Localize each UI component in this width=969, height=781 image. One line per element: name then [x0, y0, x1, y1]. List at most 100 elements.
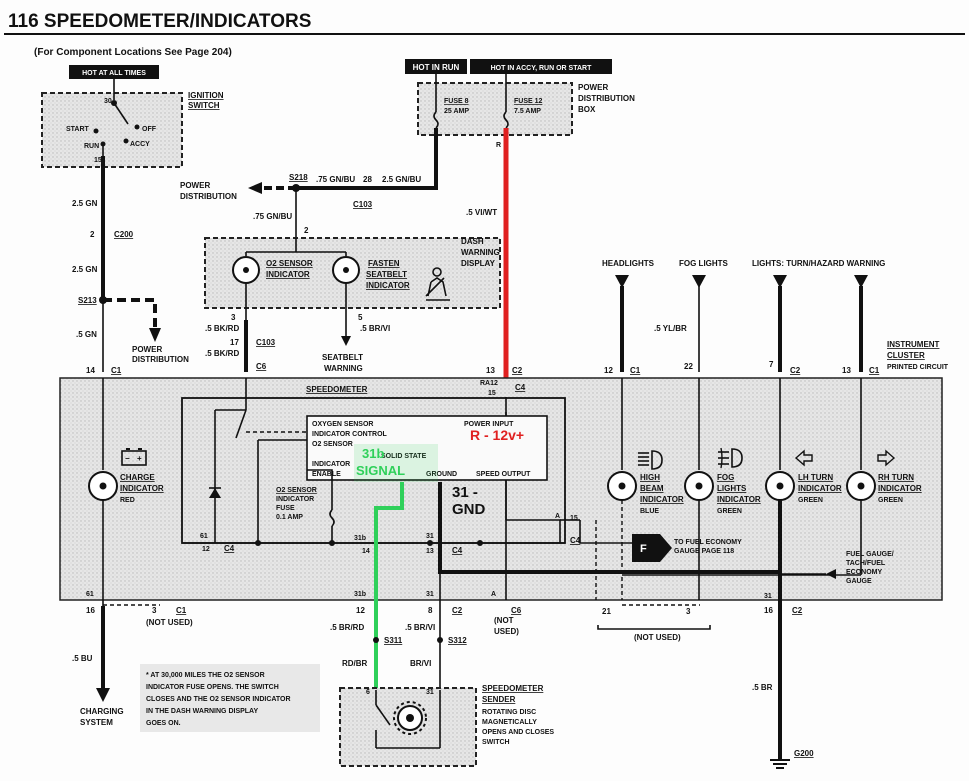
pin-61-b: 61 — [86, 591, 94, 598]
charging-label-2: SYSTEM — [80, 718, 113, 727]
solid-state-box — [306, 415, 548, 481]
c4-top: C4 — [515, 383, 526, 392]
ra12-label: RA12 — [480, 380, 498, 387]
fuse12-label: FUSE 12 — [514, 98, 543, 105]
pin-28: 28 — [363, 175, 372, 184]
wire-label-5-vi-wt: .5 VI/WT — [466, 208, 497, 217]
lamp-3-l2: INDICATOR — [878, 484, 922, 493]
cluster-title-1: INSTRUMENT — [887, 340, 940, 349]
lamp-0-color: BLUE — [640, 508, 659, 515]
hot-run-label: HOT IN RUN — [413, 63, 460, 72]
fuse12-rating: 7.5 AMP — [514, 108, 541, 115]
pin-15-lower: 15 — [570, 515, 578, 522]
arrow-fuel-gauge — [826, 569, 836, 579]
rh-turn-arrow-icon — [877, 449, 896, 467]
cluster-title-3: PRINTED CIRCUIT — [887, 364, 949, 371]
charging-label-1: CHARGING — [80, 707, 124, 716]
c2-b-lower: C2 — [792, 606, 803, 615]
pin-31-lower: 31 — [426, 533, 434, 540]
lamp-1-l2: LIGHTS — [717, 484, 747, 493]
wire-label-5-gn: .5 GN — [76, 330, 97, 339]
fuelgauge-2: TACH/FUEL — [846, 560, 886, 567]
rh-turn-lamp — [846, 471, 876, 501]
ss-o2-3: O2 SENSOR — [312, 441, 353, 448]
s218-label: S218 — [289, 173, 308, 182]
signal-highlight-box — [354, 444, 438, 482]
hot-always-label: HOT AT ALL TIMES — [82, 70, 146, 77]
sender-d1: ROTATING DISC — [482, 709, 536, 716]
lamp-0-l2: BEAM — [640, 484, 664, 493]
c1-c-label: C1 — [869, 366, 880, 375]
pin-3-below: 3 — [686, 607, 691, 616]
pd-left-2: DISTRIBUTION — [132, 355, 189, 364]
ignition-title-1: IGNITION — [188, 91, 224, 100]
charge-indicator-lamp — [88, 471, 118, 501]
svg-text:−: − — [125, 454, 130, 463]
c2-pin-13: 13 — [486, 366, 495, 375]
lamp-1-color: GREEN — [717, 508, 742, 515]
c200-label: C200 — [114, 230, 134, 239]
ss-ground: GROUND — [426, 471, 457, 478]
lamp-3-l1: RH TURN — [878, 473, 914, 482]
c1-b-label: C1 — [630, 366, 641, 375]
splice-s311 — [373, 637, 379, 643]
splice-s312 — [437, 637, 443, 643]
lamp-2-color: GREEN — [798, 497, 823, 504]
not-used-2-2: USED) — [494, 627, 519, 636]
wire-label-25-gn-bu: 2.5 GN/BU — [382, 175, 421, 184]
fuelgauge-3: ECONOMY — [846, 569, 883, 576]
c4-b: C4 — [452, 546, 463, 555]
annotation-31b: 31b — [362, 446, 384, 461]
arrow-charging-system — [96, 688, 110, 702]
pin-8: 8 — [428, 606, 433, 615]
note-l3: CLOSES AND THE O2 SENSOR INDICATOR — [146, 696, 291, 703]
pin-3-top: 3 — [231, 313, 236, 322]
c103-top: C103 — [353, 200, 373, 209]
pin-31b: 31b — [354, 535, 366, 542]
g200-label: G200 — [794, 749, 814, 758]
wire-label-5-br: .5 BR — [752, 683, 773, 692]
note-l5: GOES ON. — [146, 720, 181, 727]
o2-indicator-label-1: O2 SENSOR — [266, 259, 313, 268]
dash-warning-display — [204, 237, 501, 320]
annotation-signal: SIGNAL — [356, 463, 405, 478]
s312-label: S312 — [448, 636, 467, 645]
note-l2: INDICATOR FUSE OPENS. THE SWITCH — [146, 684, 279, 691]
lamp-0-l1: HIGH — [640, 473, 660, 482]
ss-solid-state: SOLID STATE — [381, 453, 427, 460]
wire-label-75-gn-bu: .75 GN/BU — [316, 175, 355, 184]
dash-title-1: DASH — [461, 237, 484, 246]
pin-61-a: 61 — [200, 533, 208, 540]
lamp-1-l1: FOG — [717, 473, 734, 482]
c6-lower: C6 — [511, 606, 522, 615]
ignition-run: RUN — [84, 143, 99, 150]
econ-label-2: GAUGE PAGE 118 — [674, 548, 734, 555]
pdb-title-3: BOX — [578, 105, 596, 114]
ss-indicator-1: INDICATOR — [312, 461, 350, 468]
c2-lower: C2 — [452, 606, 463, 615]
ignition-title-2: SWITCH — [188, 101, 220, 110]
lamp-1-l3: INDICATOR — [717, 495, 761, 504]
page-title: 116 SPEEDOMETER/INDICATORS — [8, 11, 311, 32]
pin-12-top: 12 — [604, 366, 613, 375]
dash-title-3: DISPLAY — [461, 259, 496, 268]
pin-5: 5 — [358, 313, 363, 322]
speedometer-internal-wiring — [182, 392, 640, 600]
lamp-2-l1: LH TURN — [798, 473, 833, 482]
wire-label-5-br-rd: .5 BR/RD — [330, 623, 364, 632]
sender-pin-31: 31 — [426, 689, 434, 696]
speedometer-sender — [339, 687, 477, 767]
f-label: F — [640, 543, 647, 555]
wire-label-2-5-gn-a: 2.5 GN — [72, 199, 98, 208]
not-used-3: (NOT USED) — [634, 633, 681, 642]
wire-31b-signal-highlight — [374, 482, 404, 690]
sender-d3: OPENS AND CLOSES — [482, 729, 554, 736]
pd-top-2: DISTRIBUTION — [180, 192, 237, 201]
cluster-title-2: CLUSTER — [887, 351, 925, 360]
wire-2-5-gn-bu — [296, 128, 438, 190]
fuse8-label: FUSE 8 — [444, 98, 469, 105]
seatbelt-label-2: WARNING — [324, 364, 363, 373]
pd-top-1: POWER — [180, 181, 210, 190]
wire-label-2-5-gn-b: 2.5 GN — [72, 265, 98, 274]
